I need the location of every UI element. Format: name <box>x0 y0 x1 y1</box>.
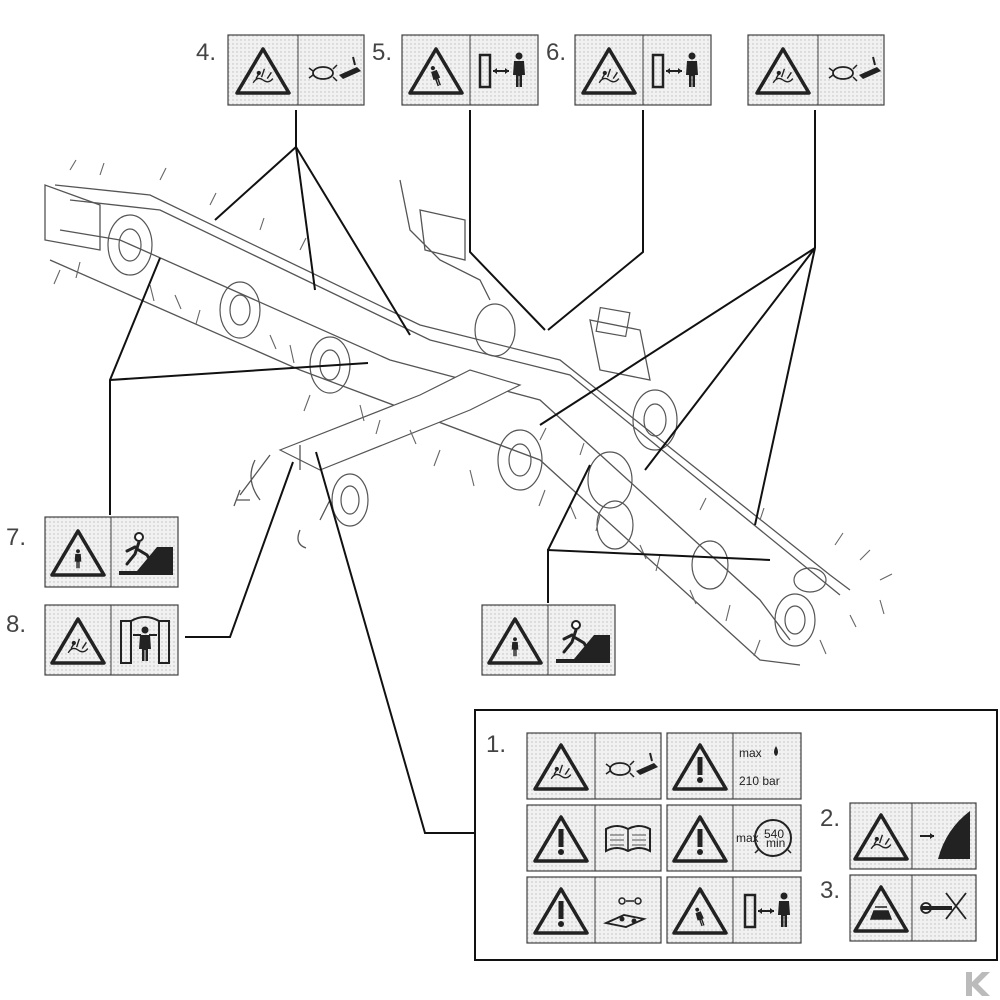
label-4: 4. <box>196 39 216 66</box>
decal-5 <box>401 34 539 106</box>
decal-1-tines <box>526 732 662 800</box>
decal-1-hydraulic: max 210 bar <box>666 732 802 800</box>
label-2: 2. <box>820 805 840 832</box>
pto-unit-text: min <box>766 836 785 850</box>
decal-1-pto: max 540 min <box>666 804 802 872</box>
decal-detail-box: 1. max 210 bar <box>474 709 998 961</box>
pto-rpm-text: 540 <box>764 827 784 841</box>
label-5: 5. <box>372 39 392 66</box>
brand-logo <box>962 968 1000 1000</box>
pto-max-text: max <box>736 831 759 845</box>
label-3: 3. <box>820 877 840 904</box>
decal-tines-right <box>747 34 885 106</box>
warning-triangle-icon <box>853 885 909 933</box>
decal-1-distance <box>666 876 802 944</box>
decal-climb-right <box>481 604 616 676</box>
decal-8 <box>44 604 179 676</box>
pto-speed-icon <box>754 819 792 857</box>
tedder-machine-drawing <box>44 159 893 666</box>
linkage-parts-icon <box>603 897 647 928</box>
label-7: 7. <box>6 524 26 551</box>
leader-lines <box>109 110 816 834</box>
label-1: 1. <box>486 731 506 758</box>
hydraulic-oil-drop-icon <box>774 746 778 756</box>
label-8: 8. <box>6 611 26 638</box>
decal-3 <box>849 874 977 942</box>
decal-1-components <box>526 876 662 944</box>
decal-2 <box>849 802 977 870</box>
label-6: 6. <box>546 39 566 66</box>
decal-1: max 210 bar max 540 min <box>526 732 802 944</box>
decal-6 <box>574 34 712 106</box>
no-pto-shaft-icon <box>920 892 967 920</box>
decal-4 <box>227 34 365 106</box>
pressure-value-text: 210 bar <box>739 774 780 788</box>
decal-7 <box>44 516 179 588</box>
decal-1-manual <box>526 804 662 872</box>
pressure-max-text: max <box>739 746 762 760</box>
entanglement-icon <box>920 811 970 859</box>
